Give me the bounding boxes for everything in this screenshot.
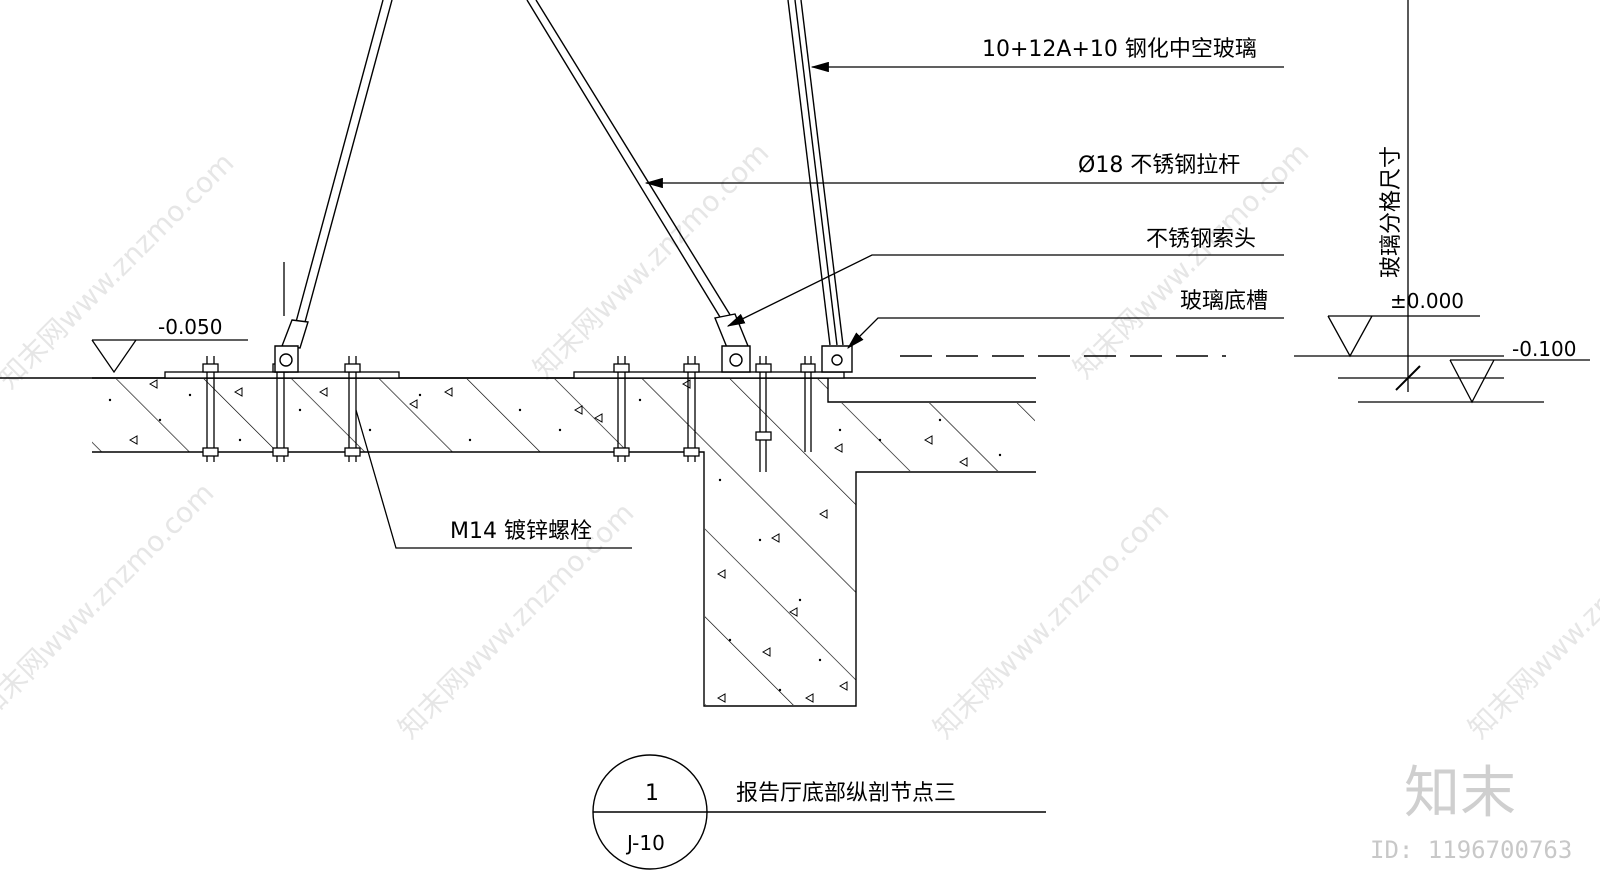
glass-channel (821, 345, 853, 373)
bolt (683, 356, 700, 462)
label-glass-channel: 玻璃底槽 (1180, 289, 1268, 314)
label-rod: Ø18 不锈钢拉杆 (1078, 153, 1240, 178)
stainless-rods (295, 0, 844, 346)
title-block: 1 J-10 报告厅底部纵剖节点三 (592, 754, 1046, 870)
label-bolt: M14 镀锌螺栓 (450, 519, 592, 544)
label-glass: 10+12A+10 钢化中空玻璃 (982, 37, 1257, 62)
watermark-text: 知末网www.znzmo.com (927, 496, 1176, 745)
label-cable-head: 不锈钢索头 (1146, 227, 1256, 252)
watermark-text: 知末网www.znzmo.com (0, 476, 220, 725)
image-id: ID: 1196700763 (1370, 836, 1572, 864)
watermark-text: 知末网www.znzmo.com (1462, 496, 1600, 745)
level-left-value: -0.050 (158, 315, 222, 339)
bolt (800, 356, 816, 452)
bolt (202, 356, 219, 462)
bolt (613, 356, 630, 462)
watermark-text: 知末网www.znzmo.com (0, 146, 240, 395)
level-right-value: -0.100 (1512, 337, 1576, 361)
level-zero-value: ±0.000 (1390, 289, 1464, 313)
drawing-title: 报告厅底部纵剖节点三 (736, 781, 956, 806)
label-glass-grid-dimension: 玻璃分格尺寸 (1379, 146, 1404, 278)
bolt (344, 356, 361, 462)
level-markers (91, 0, 1590, 404)
cable-head (274, 313, 751, 373)
brand-logo: 知末 (1404, 761, 1516, 826)
leader-lines (355, 61, 1284, 549)
title-number: 1 (645, 781, 659, 806)
bolt (755, 356, 772, 472)
base-plate (164, 371, 845, 379)
title-sheet: J-10 (625, 831, 665, 855)
